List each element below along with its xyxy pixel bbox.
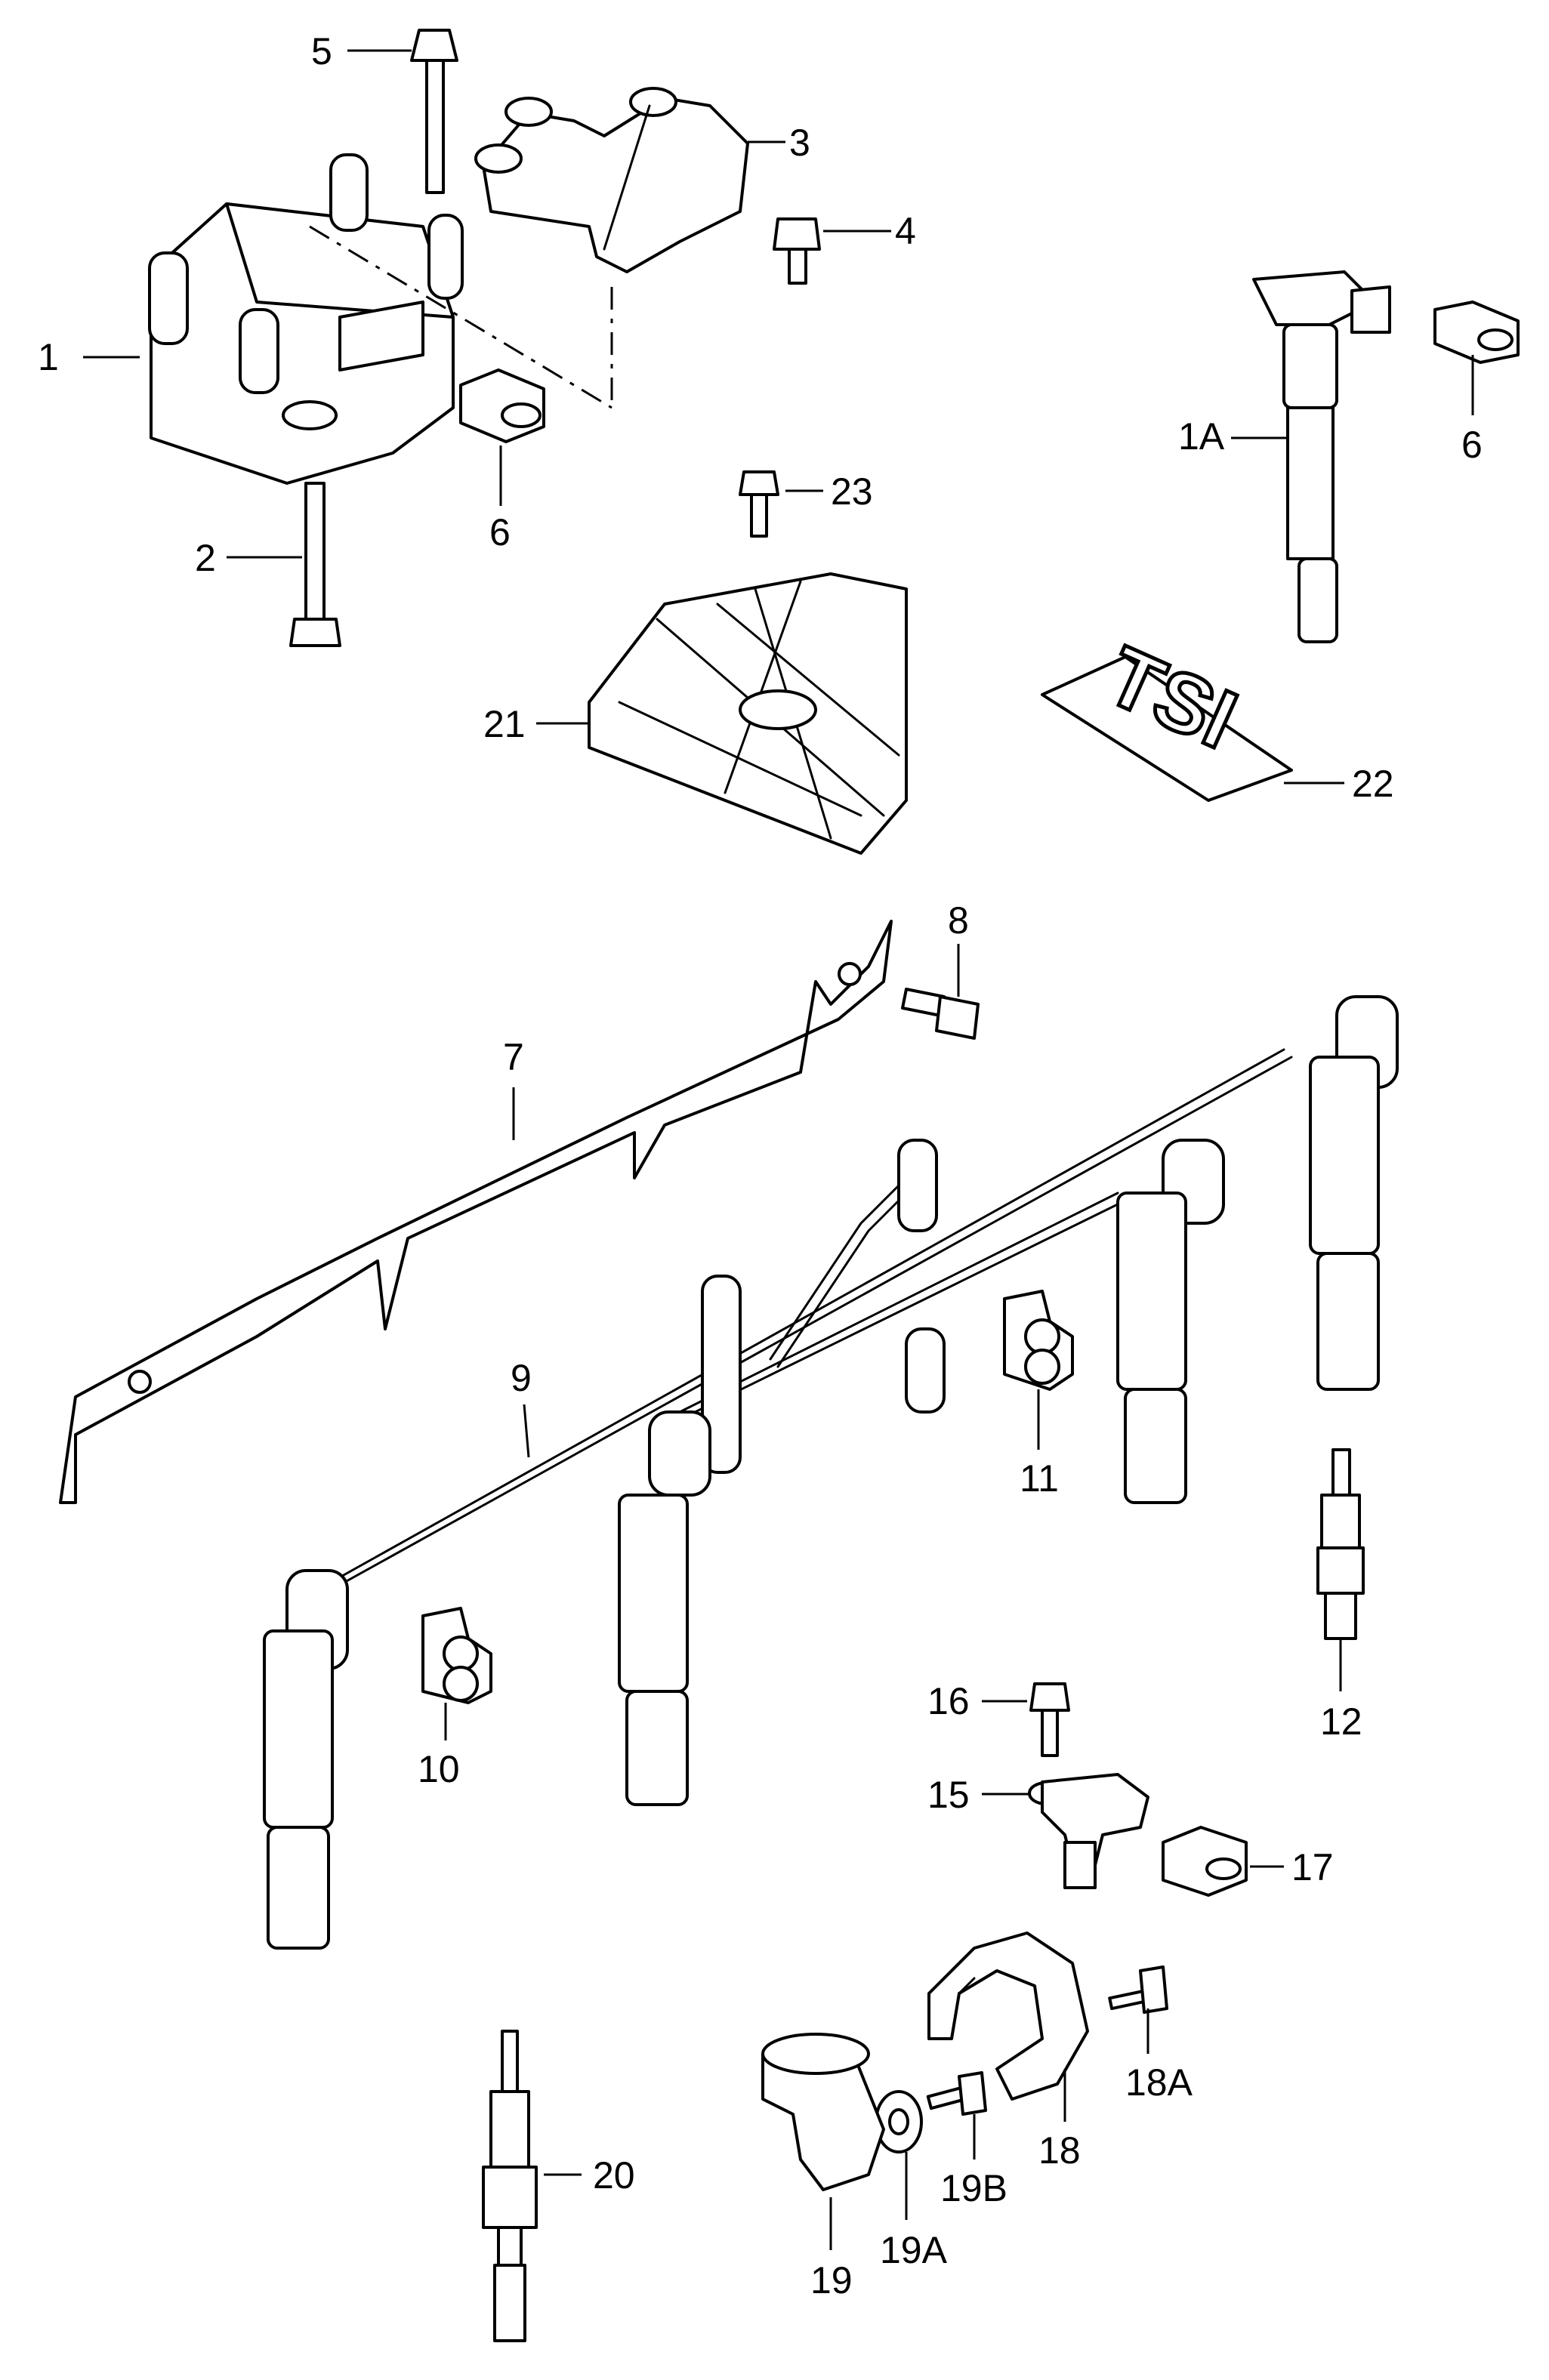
part-label-10: 10 [418, 1748, 460, 1790]
sensor-screw [1029, 1682, 1070, 1757]
bracket-bolt [901, 988, 980, 1040]
part-label-9: 9 [511, 1357, 532, 1399]
clip-upper [1003, 1290, 1074, 1391]
glow-plug [482, 2030, 538, 2342]
small-clamp-bolt [926, 2071, 987, 2116]
part-label-20: 20 [593, 2154, 635, 2197]
part-label-19B: 19B [940, 2167, 1007, 2209]
alignment-line [309, 225, 613, 409]
part-label-8: 8 [948, 899, 969, 942]
connector-right [1433, 301, 1520, 364]
part-label-4: 4 [895, 210, 916, 252]
part-label-19A: 19A [880, 2229, 948, 2271]
top-bolt [410, 29, 458, 194]
ignition-coil-block [148, 153, 464, 485]
part-label-19: 19 [810, 2259, 853, 2301]
clip-lower [421, 1607, 492, 1704]
part-label-21: 21 [483, 703, 526, 745]
cable-bracket [59, 920, 893, 1504]
part-label-2: 2 [195, 537, 216, 579]
part-label-3: 3 [789, 122, 810, 164]
part-label-17: 17 [1291, 1846, 1334, 1888]
tsi-badge: TSI [1041, 627, 1293, 802]
part-label-7: 7 [503, 1036, 524, 1078]
part-label-1A: 1A [1178, 415, 1225, 458]
sensor-connector [1162, 1826, 1248, 1897]
connector-left [459, 368, 545, 443]
ignition-lead-set [263, 995, 1399, 1950]
sensor [1028, 1773, 1149, 1889]
leader-lines [83, 49, 1474, 2250]
part-label-12: 12 [1320, 1700, 1362, 1743]
pencil-ignition-coil [1252, 270, 1391, 643]
clamp [927, 1931, 1089, 2101]
part-label-1: 1 [38, 336, 59, 378]
part-label-6-left: 6 [489, 511, 511, 553]
coil-bracket [474, 87, 749, 273]
part-label-18A: 18A [1125, 2061, 1193, 2104]
part-label-5: 5 [311, 30, 332, 72]
part-label-16: 16 [927, 1680, 970, 1722]
engine-cover [588, 572, 908, 855]
part-label-22: 22 [1352, 763, 1394, 805]
sleeve [761, 2033, 885, 2191]
part-label-23: 23 [831, 470, 873, 513]
small-bolt [773, 217, 821, 285]
spark-plug [1316, 1448, 1365, 1640]
clamp-bolt [1108, 1965, 1168, 2014]
part-label-6-right: 6 [1461, 424, 1483, 466]
part-label-18: 18 [1038, 2129, 1081, 2172]
part-label-15: 15 [927, 1774, 970, 1816]
part-label-11: 11 [1020, 1457, 1059, 1500]
washer [875, 2090, 923, 2153]
long-bolt [289, 482, 341, 647]
screw [739, 470, 779, 538]
